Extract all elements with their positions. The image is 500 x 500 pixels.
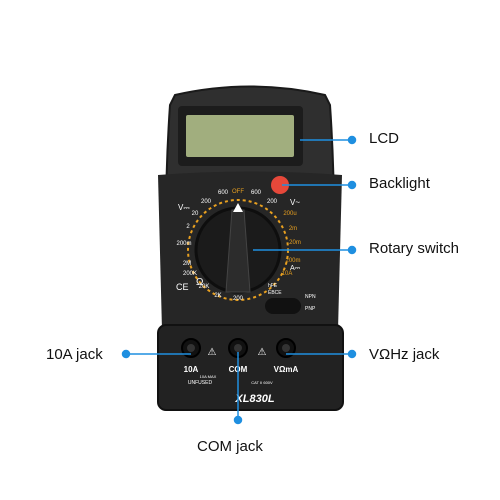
pnp-label: PNP [305,306,316,312]
model-label: XL830L [234,393,274,405]
warning-icon-left: ⚠ [208,347,217,358]
callout-dot-com [233,415,243,425]
jack-vohz[interactable] [276,338,296,358]
amp-symbol: A⎓ [290,265,301,272]
backlight-button[interactable] [271,176,289,194]
callout-dot-rotary [347,245,357,255]
callout-com-jack: COM jack [197,438,263,455]
label-cat: CAT II 600V [251,380,273,385]
dial-label-200m: 200m [176,241,191,247]
rotary-indicator-icon [233,203,243,212]
dial-label-200-right: 200 [267,199,278,205]
callout-dot-lcd [347,135,357,145]
hfe-socket[interactable] [265,298,301,314]
dial-label-10a: 10A [282,271,293,277]
dial-label-200: 200 [233,296,244,302]
dial-label-200ma: 200m [285,258,300,264]
ohm-symbol: Ω [196,277,204,288]
dial-label-20: 20 [192,211,199,217]
dial-label-200u: 200u [283,211,296,217]
jack-label-v: VΩmA [274,365,299,374]
callout-rotary-switch: Rotary switch [369,240,460,257]
npn-label: NPN [305,294,316,300]
dial-label-off: OFF [232,189,244,195]
vac-symbol: V~ [290,198,300,207]
callout-dot-10a [121,349,131,359]
dial-label-2m: 2M [183,261,191,267]
dial-label-2k: 2K [214,293,221,299]
jack-com[interactable] [228,338,248,358]
ce-mark: CE [176,282,189,292]
dial-label-20k: 20K [199,284,210,290]
dial-label-20ma: 20m [289,240,301,246]
jack-label-10a: 10A [184,365,199,374]
callout-10a-jack: 10A jack [46,346,103,363]
dial-label-600-left: 600 [218,190,229,196]
dial-label-2: 2 [186,224,190,230]
callout-backlight: Backlight [369,175,430,192]
warning-icon-right: ⚠ [258,347,267,358]
dial-label-600-right: 600 [251,190,262,196]
callout-dot-vohz [347,349,357,359]
callout-lcd: LCD [369,130,400,147]
hfe-label: hFE [268,283,278,289]
jack-10a[interactable] [181,338,201,358]
ebce-label: EBCE [268,290,282,296]
dial-label-2ma: 2m [289,226,297,232]
dial-label-200-left: 200 [201,199,212,205]
vdc-symbol: V⎓ [178,203,190,212]
callout-vohz-jack: VΩHz jack [369,346,440,363]
callout-dot-backlight [347,180,357,190]
dial-label-200k: 200K [183,271,197,277]
lcd-screen [186,115,294,157]
jack-panel [157,324,344,411]
label-unfused: UNFUSED [188,380,213,386]
label-10a-max: 10A MAX [200,374,217,379]
